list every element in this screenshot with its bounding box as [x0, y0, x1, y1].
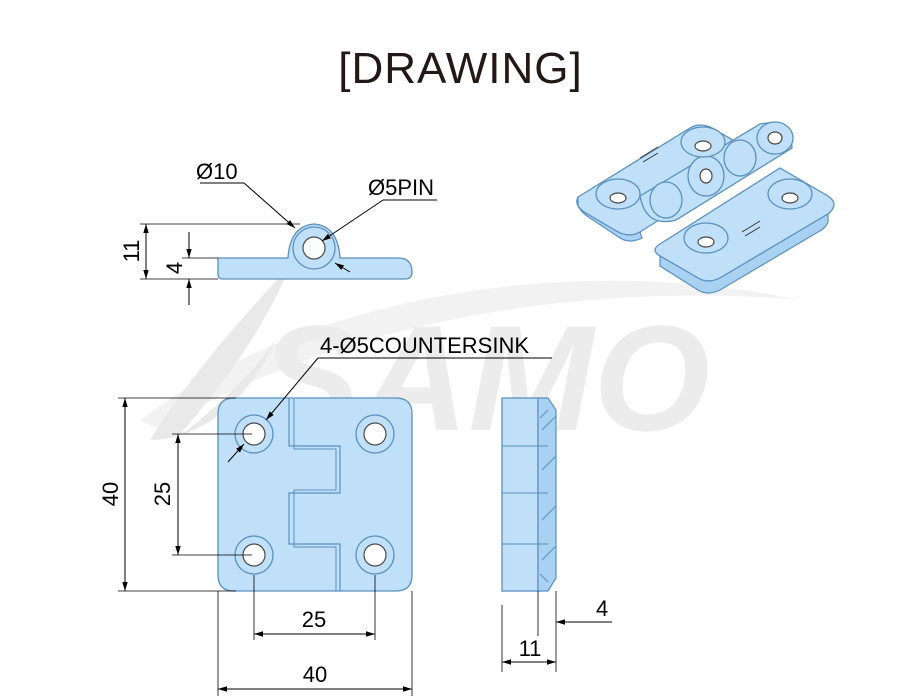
- countersink-leader: [265, 357, 319, 421]
- side-view: Ø10 Ø5PIN 11 4: [119, 159, 437, 305]
- iso-knuckle-back: [723, 139, 757, 177]
- pin-od-leader: [243, 182, 296, 229]
- right-view-knuckle: [537, 397, 557, 592]
- iso-hole-1: [609, 192, 627, 204]
- drawing-title: [DRAWING]: [338, 44, 583, 93]
- iso-knuckle-front: [649, 181, 683, 219]
- iso-engraving: [639, 146, 761, 237]
- front-width-label: 40: [303, 662, 327, 687]
- iso-leaf-left-edge: [576, 196, 643, 242]
- front-pitch-v-label: 25: [150, 482, 175, 506]
- countersink-label: 4-Ø5COUNTERSINK: [320, 333, 529, 358]
- side-plate-thickness-label: 4: [162, 262, 187, 274]
- pin-od-label: Ø10: [196, 159, 238, 184]
- side-total-height-label: 11: [119, 240, 144, 263]
- isometric-view: [576, 121, 835, 294]
- iso-knuckle-mid-hole: [699, 168, 713, 184]
- pin-d-label: Ø5PIN: [368, 175, 434, 200]
- iso-hole-4: [697, 236, 715, 248]
- front-knuckle-outline: [288, 398, 341, 591]
- front-hole-top-right: [355, 414, 395, 454]
- iso-hole-2: [694, 140, 712, 152]
- front-height-label: 40: [98, 482, 123, 506]
- front-hole-bottom-left: [234, 535, 274, 575]
- iso-pin-hole: [767, 131, 783, 145]
- right-thickness-label: 4: [596, 596, 608, 621]
- front-knuckle-inner: [293, 398, 337, 591]
- front-hole-top-left: [234, 414, 274, 454]
- right-depth-label: 11: [519, 636, 542, 661]
- iso-leaf-right-edge: [659, 212, 829, 294]
- front-hole-bottom-right: [355, 535, 395, 575]
- right-view-lines: [502, 398, 557, 591]
- pin-d-leader: [321, 199, 384, 242]
- countersink-leader-tail: [227, 443, 245, 463]
- pin-od-leader-tail: [334, 262, 351, 273]
- front-view: 4-Ø5COUNTERSINK 40 25 25 40: [98, 333, 552, 696]
- front-pitch-h-label: 25: [302, 607, 326, 632]
- right-view: 4 11: [501, 397, 612, 672]
- iso-hole-3: [781, 192, 799, 204]
- right-view-plate: [501, 397, 539, 592]
- side-view-pin-hole: [302, 236, 326, 260]
